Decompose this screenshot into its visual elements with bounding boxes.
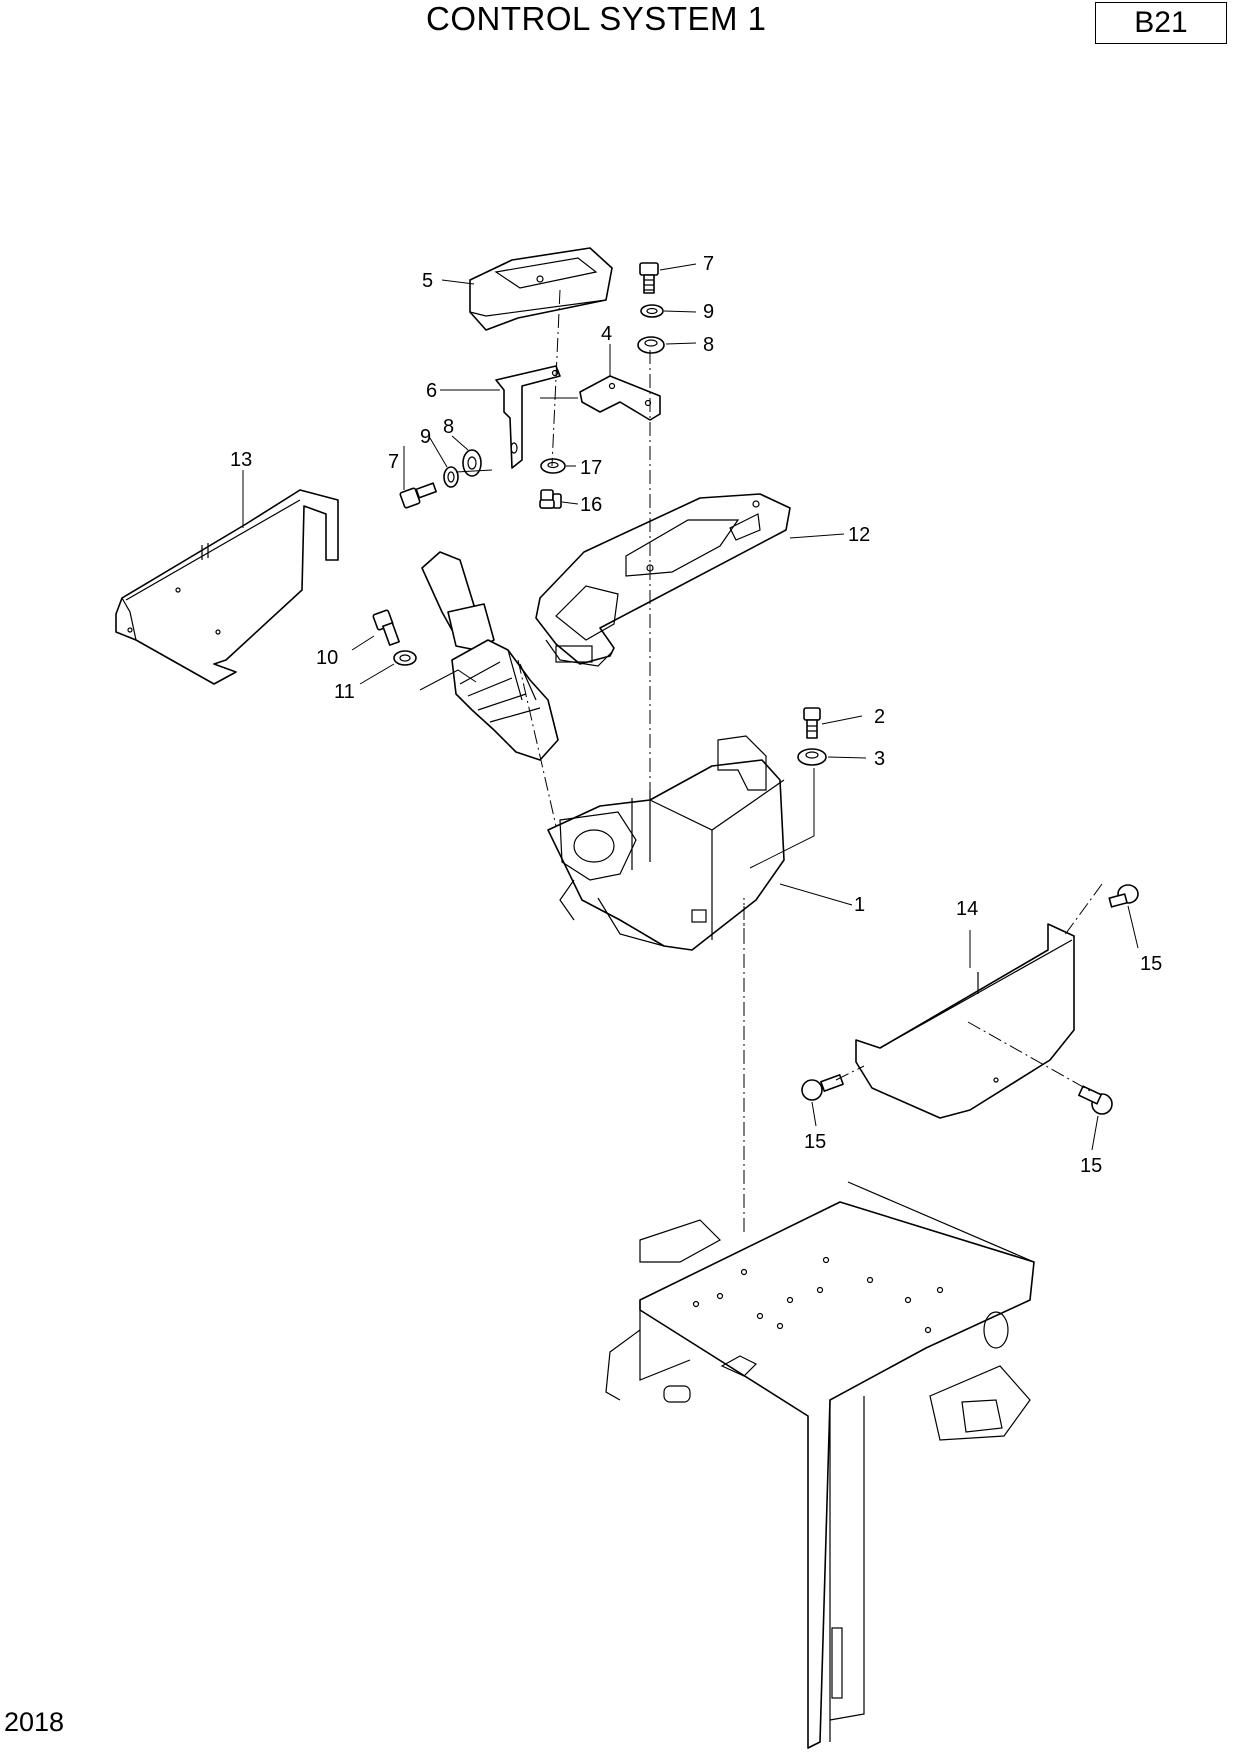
part-8-washer-left	[462, 449, 482, 477]
part-4-bracket-right	[579, 375, 661, 421]
part-9-lock-washer-left	[443, 466, 459, 488]
section-code-box: B21	[1095, 2, 1227, 44]
part-7-bolt-left	[399, 482, 437, 509]
callout-14: 14	[956, 898, 978, 920]
part-16-bolt	[539, 489, 562, 509]
page-title: CONTROL SYSTEM 1	[426, 0, 767, 37]
callout-15-lower-right: 15	[1080, 1155, 1102, 1177]
callout-7-left: 7	[388, 451, 399, 473]
callout-4: 4	[601, 323, 612, 345]
callout-15-upper-right: 15	[1140, 953, 1162, 975]
callout-12: 12	[848, 524, 870, 546]
callout-3: 3	[874, 748, 885, 770]
callout-17: 17	[580, 457, 602, 479]
callout-7-top: 7	[703, 253, 714, 275]
assembly-centerlines	[419, 289, 1103, 1232]
part-13-left-side-cover	[115, 489, 339, 685]
part-15-bolt-lower-right	[1078, 1085, 1113, 1115]
part-3-washer	[797, 748, 827, 766]
callout-9-left: 9	[420, 426, 431, 448]
part-12-console-cover	[535, 493, 791, 667]
callout-16: 16	[580, 494, 602, 516]
callout-8-top: 8	[703, 334, 714, 356]
callout-6: 6	[426, 380, 437, 402]
part-15-bolt-left	[801, 1074, 844, 1101]
callout-13: 13	[230, 449, 252, 471]
part-11-washer	[393, 650, 417, 666]
page-number: 2018	[4, 1707, 65, 1737]
callout-1: 1	[854, 894, 865, 916]
part-17-washer	[540, 458, 566, 474]
callout-5: 5	[422, 270, 433, 292]
joystick-lever	[421, 551, 559, 761]
part-15-bolt-upper-right	[1108, 884, 1139, 908]
part-6-bracket-left	[495, 365, 561, 469]
callout-15-left: 15	[804, 1131, 826, 1153]
leader-lines	[242, 263, 1139, 1151]
callout-11: 11	[334, 681, 355, 703]
part-2-bolt	[803, 707, 821, 739]
callout-labels: 1 2 3 4 5 6 7 7 8 8 9 9 10 11 12 13 14 1…	[230, 253, 1162, 1177]
part-10-bolt	[372, 609, 400, 646]
part-7-bolt-top	[639, 262, 659, 294]
part-8-washer-top	[637, 336, 665, 354]
callout-9-top: 9	[703, 301, 714, 323]
part-14-right-side-cover	[855, 923, 1075, 1119]
part-9-lock-washer-top	[640, 304, 664, 318]
part-5-top-cover	[469, 247, 613, 331]
callout-2: 2	[874, 706, 885, 728]
mounting-frame	[605, 1181, 1035, 1749]
callout-8-left: 8	[443, 416, 454, 438]
callout-10: 10	[316, 647, 338, 669]
part-1-console-box	[547, 735, 785, 951]
